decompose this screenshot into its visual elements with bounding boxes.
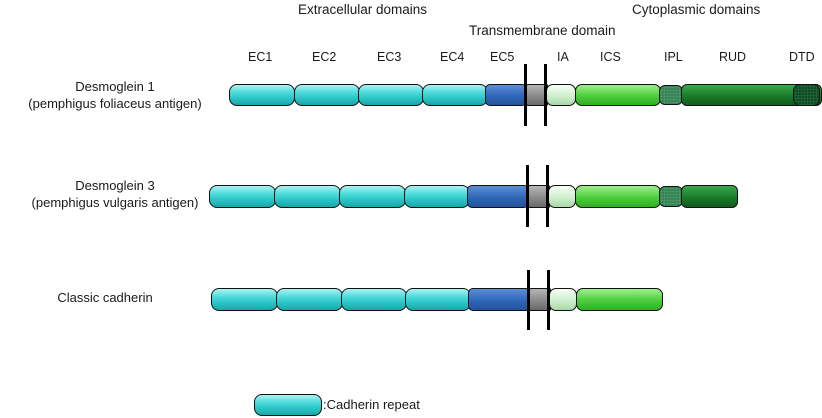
domain-label-ipl: IPL	[664, 50, 683, 64]
dsg3-ec3	[339, 185, 406, 208]
row-name: Desmoglein 3	[75, 178, 155, 193]
dsg3-ipl	[659, 186, 683, 207]
dsg1-ics	[575, 84, 661, 106]
dsg3-rud	[681, 185, 738, 208]
legend-cadherin-repeat-swatch	[254, 394, 322, 416]
domain-label-ec1: EC1	[248, 50, 273, 64]
dsg1-dtd	[793, 84, 820, 106]
cadherin-ec2	[276, 288, 343, 311]
domain-label-rud: RUD	[719, 50, 747, 64]
domain-label-ics: ICS	[600, 50, 621, 64]
dsg3-ec4	[404, 185, 470, 208]
extracellular-domains-header: Extracellular domains	[298, 2, 428, 17]
dsg1-ec1	[229, 84, 295, 106]
domain-label-ia: IA	[557, 50, 569, 64]
dsg3-membrane-line-1	[526, 165, 529, 227]
row-name: Desmoglein 1	[75, 79, 155, 94]
cadherin-ec5	[468, 288, 531, 311]
domain-label-ec3: EC3	[377, 50, 402, 64]
dsg3-ec5	[467, 185, 529, 208]
cadherin-ia	[549, 288, 577, 311]
transmembrane-domain-header: Transmembrane domain	[469, 23, 616, 38]
dsg1-ec2	[294, 84, 360, 106]
dsg3-ics	[575, 185, 661, 208]
dsg3-ia	[548, 185, 576, 208]
dsg1-membrane-line-2	[544, 64, 547, 126]
domain-label-dtd: DTD	[789, 50, 815, 64]
cadherin-ec4	[405, 288, 471, 311]
cadherin-ec3	[341, 288, 407, 311]
cytoplasmic-domains-header: Cytoplasmic domains	[632, 2, 761, 17]
domain-label-ec5: EC5	[490, 50, 515, 64]
dsg3-ec2	[274, 185, 341, 208]
dsg1-ia	[546, 84, 576, 106]
cadherin-ec1	[211, 288, 278, 311]
domain-label-ec4: EC4	[440, 50, 465, 64]
cadherin-membrane-line-1	[527, 270, 530, 330]
dsg1-ec3	[358, 84, 424, 106]
row-label-desmoglein-1: Desmoglein 1 (pemphigus foliaceus antige…	[0, 78, 230, 112]
row-antigen: (pemphigus foliaceus antigen)	[28, 96, 202, 111]
dsg1-ec4	[422, 84, 488, 106]
dsg1-membrane-line-1	[524, 64, 527, 126]
cadherin-ics	[576, 288, 663, 311]
row-name: Classic cadherin	[57, 290, 153, 305]
row-label-desmoglein-3: Desmoglein 3 (pemphigus vulgaris antigen…	[0, 177, 230, 211]
legend-cadherin-repeat-label: :Cadherin repeat	[323, 397, 420, 412]
domain-label-ec2: EC2	[312, 50, 337, 64]
dsg3-membrane-line-2	[546, 165, 549, 227]
dsg1-ipl	[659, 85, 683, 105]
row-antigen: (pemphigus vulgaris antigen)	[31, 195, 199, 210]
cadherin-membrane-line-2	[547, 270, 550, 330]
dsg3-ec1	[209, 185, 276, 208]
row-label-classic-cadherin: Classic cadherin	[0, 289, 210, 306]
dsg1-ec5	[485, 84, 527, 106]
